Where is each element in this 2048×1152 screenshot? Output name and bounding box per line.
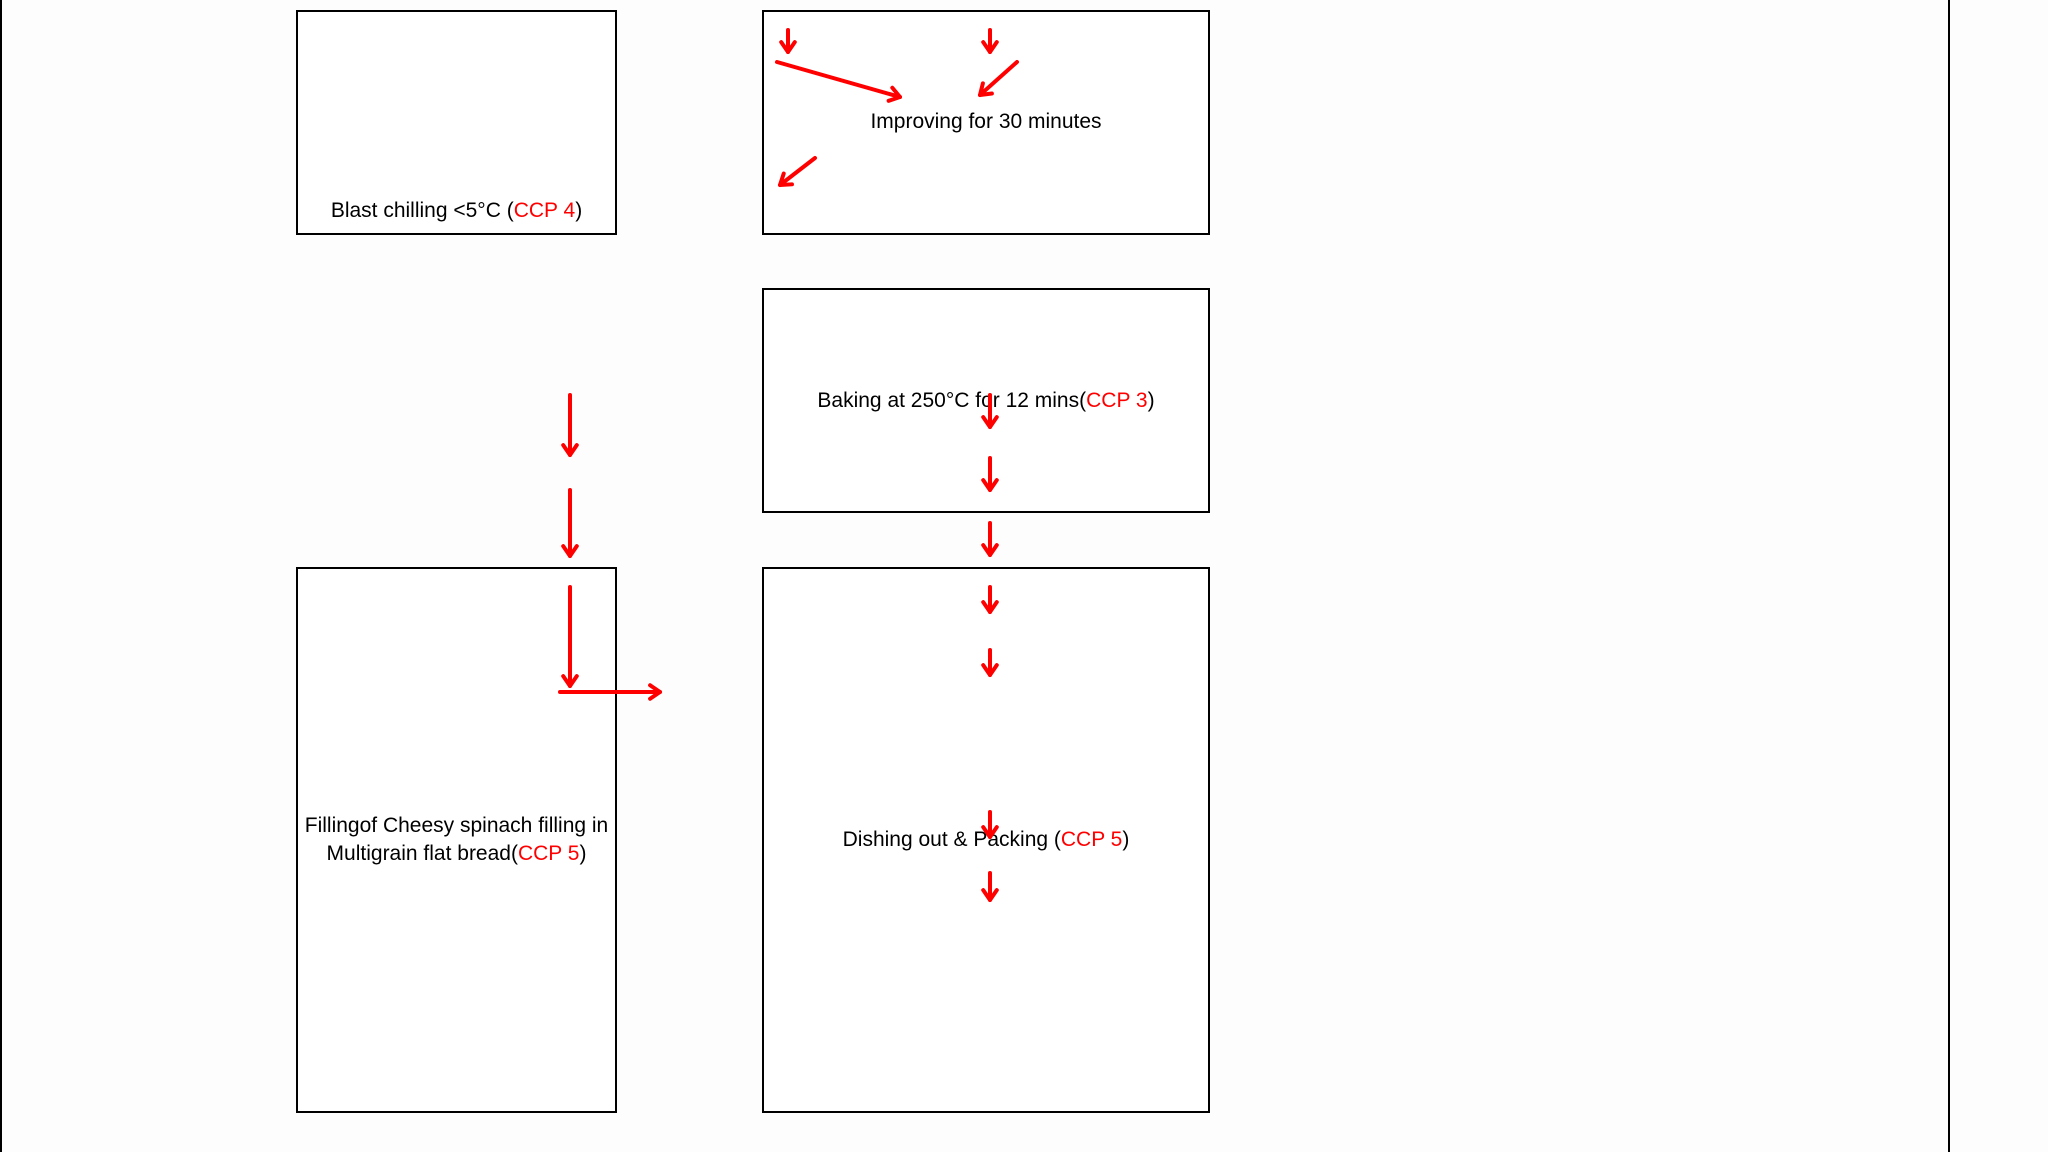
ccp-badge: CCP 5 — [1060, 828, 1123, 851]
flow-arrow — [981, 585, 999, 614]
flow-arrow — [561, 488, 579, 558]
page-right-edge — [1948, 0, 1950, 1152]
page-left-edge — [0, 0, 2, 1152]
flow-arrow — [775, 60, 902, 103]
flow-arrow — [778, 156, 817, 187]
flow-arrow — [981, 648, 999, 677]
filling-box: Fillingof Cheesy spinach filling in Mult… — [296, 567, 617, 1113]
flow-arrow — [558, 683, 662, 701]
filling-label: Fillingof Cheesy spinach filling in Mult… — [304, 814, 609, 865]
flow-arrow — [978, 60, 1019, 97]
flow-arrow — [561, 393, 579, 457]
flow-arrow — [981, 810, 999, 839]
ccp-badge: CCP 3 — [1086, 388, 1148, 412]
baking-box: Baking at 250°C for 12 mins(CCP 3) — [762, 288, 1210, 513]
flow-arrow — [779, 28, 797, 54]
blast-chilling-label: Blast chilling <5°C (CCP 4) — [330, 199, 583, 222]
flow-arrow — [981, 28, 999, 54]
flow-arrow — [981, 521, 999, 557]
improving-label: Improving for 30 minutes — [870, 110, 1102, 133]
baking-label: Baking at 250°C for 12 mins(CCP 3) — [817, 388, 1155, 412]
ccp-badge: CCP 5 — [517, 842, 580, 865]
dishing-box: Dishing out & Packing (CCP 5) — [762, 567, 1210, 1113]
flow-arrow — [981, 456, 999, 492]
dishing-label: Dishing out & Packing (CCP 5) — [842, 828, 1130, 851]
blast-chilling-box: Blast chilling <5°C (CCP 4) — [296, 10, 617, 235]
flow-arrow — [981, 393, 999, 429]
ccp-badge: CCP 4 — [513, 199, 576, 222]
flow-arrow — [561, 585, 579, 688]
flow-arrow — [981, 871, 999, 902]
